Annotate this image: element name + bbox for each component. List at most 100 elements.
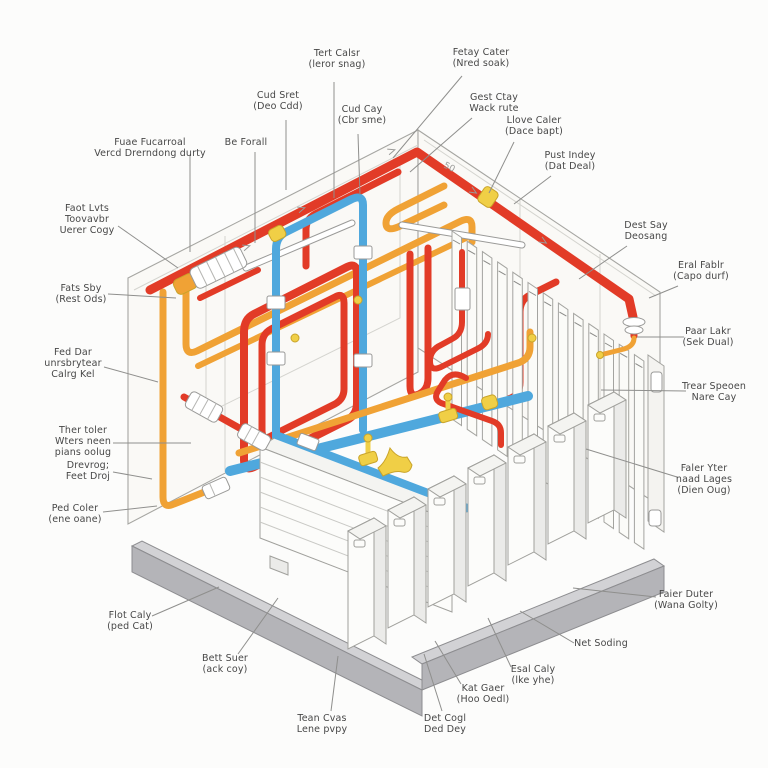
fin-tick bbox=[635, 363, 643, 369]
fin-tick bbox=[513, 280, 522, 286]
panel-face bbox=[493, 454, 507, 582]
panel-radiator bbox=[387, 496, 427, 629]
drain-stub bbox=[201, 476, 231, 500]
leader-line bbox=[392, 75, 463, 159]
leader-line bbox=[585, 448, 678, 478]
panel-radiator bbox=[547, 412, 587, 545]
panel-face bbox=[413, 496, 427, 624]
fill-funnel bbox=[377, 446, 413, 477]
manifold-clamp bbox=[481, 394, 499, 411]
wall-tube bbox=[399, 222, 525, 248]
leader-line bbox=[572, 587, 657, 598]
pipe-clamp-yellow bbox=[477, 186, 499, 208]
panel-face bbox=[613, 391, 627, 519]
radiator-vent-box bbox=[650, 371, 663, 393]
leader-line bbox=[357, 133, 361, 196]
inlet-valve-knob bbox=[596, 351, 604, 359]
fin-tick bbox=[467, 249, 476, 255]
leader-line bbox=[600, 389, 687, 392]
leader-line bbox=[519, 610, 575, 644]
panel-handle bbox=[393, 518, 406, 527]
cold-return-loop bbox=[272, 193, 367, 466]
return-union-fitting bbox=[454, 287, 471, 311]
panel-radiator bbox=[507, 433, 547, 566]
pipe-union-fitting bbox=[353, 245, 373, 260]
wall-seam bbox=[133, 144, 419, 291]
leader-line bbox=[117, 225, 179, 269]
warm-manifold-pipe bbox=[235, 328, 534, 457]
valve-knob bbox=[527, 333, 537, 343]
fin-tick bbox=[589, 332, 598, 338]
wall-seam bbox=[423, 139, 657, 297]
leader-line bbox=[237, 597, 279, 655]
orange-hairpin bbox=[382, 182, 448, 233]
panel-handle bbox=[353, 539, 366, 548]
radiator-foot bbox=[648, 509, 662, 527]
valve-knob bbox=[353, 295, 363, 305]
leader-line bbox=[578, 245, 628, 280]
sensor-tube bbox=[243, 220, 355, 271]
panel-face bbox=[587, 391, 627, 414]
hot-supply-perimeter: 50 bbox=[145, 147, 638, 322]
fin-tick bbox=[559, 311, 567, 317]
fin-tick bbox=[498, 270, 506, 276]
top-pipe-fitting bbox=[296, 432, 320, 452]
panel-face bbox=[507, 433, 547, 456]
panel-face bbox=[427, 475, 467, 498]
flange-ring bbox=[624, 325, 644, 335]
pump-feed-pipe bbox=[197, 267, 261, 301]
circulation-pump bbox=[172, 246, 248, 295]
foreground-pipes bbox=[433, 371, 504, 448]
panel-face bbox=[467, 454, 507, 477]
panel-handle bbox=[513, 455, 526, 464]
fin-tick bbox=[483, 260, 491, 266]
valve-knob bbox=[290, 333, 300, 343]
radiator-inlet-stub bbox=[601, 335, 637, 357]
leader-line bbox=[151, 586, 220, 617]
fin-tick bbox=[543, 301, 552, 307]
leader-line bbox=[112, 471, 153, 480]
panel-handle bbox=[433, 497, 446, 506]
pipe-union-fitting bbox=[266, 351, 286, 366]
panel-handle bbox=[553, 434, 566, 443]
leader-line bbox=[487, 617, 512, 668]
leader-line bbox=[103, 366, 159, 383]
panel-radiator bbox=[587, 391, 627, 524]
leader-line bbox=[513, 175, 552, 205]
floor-slab bbox=[130, 540, 666, 717]
radiator-supply-connection bbox=[427, 249, 646, 372]
leader-line bbox=[423, 653, 443, 712]
manifold-tee bbox=[438, 392, 459, 424]
leader-line bbox=[648, 285, 679, 299]
pipe-clamp-yellow bbox=[268, 224, 287, 242]
panel-radiator bbox=[427, 475, 467, 608]
fin-tick bbox=[452, 239, 461, 245]
radiator-foot bbox=[269, 555, 289, 576]
leader-line bbox=[102, 505, 158, 513]
front-panel-radiators bbox=[347, 391, 627, 650]
panel-radiator bbox=[347, 517, 387, 650]
orange-riser-2 bbox=[182, 216, 476, 356]
panel-handle bbox=[593, 413, 606, 422]
radiator-fin bbox=[633, 353, 645, 551]
fin-tick bbox=[528, 291, 537, 296]
wall-radiator-endcap bbox=[647, 354, 665, 533]
isolation-valve bbox=[184, 391, 224, 423]
flow-arrows bbox=[242, 148, 548, 252]
fin-tick bbox=[574, 321, 582, 327]
fittings bbox=[172, 224, 537, 500]
orange-riser-1 bbox=[159, 288, 211, 509]
leader-line bbox=[409, 117, 473, 173]
red-s-connector bbox=[433, 371, 504, 448]
leader-lines bbox=[102, 75, 687, 712]
panel-face bbox=[347, 517, 387, 540]
hot-supply-pipe bbox=[145, 147, 638, 322]
panel-face bbox=[533, 433, 547, 561]
isolation-valve bbox=[237, 423, 271, 451]
leader-line bbox=[434, 640, 462, 685]
leader-line bbox=[488, 141, 515, 194]
panel-radiator bbox=[467, 454, 507, 587]
pipe-union-fitting bbox=[353, 353, 373, 368]
leader-line bbox=[107, 293, 177, 299]
